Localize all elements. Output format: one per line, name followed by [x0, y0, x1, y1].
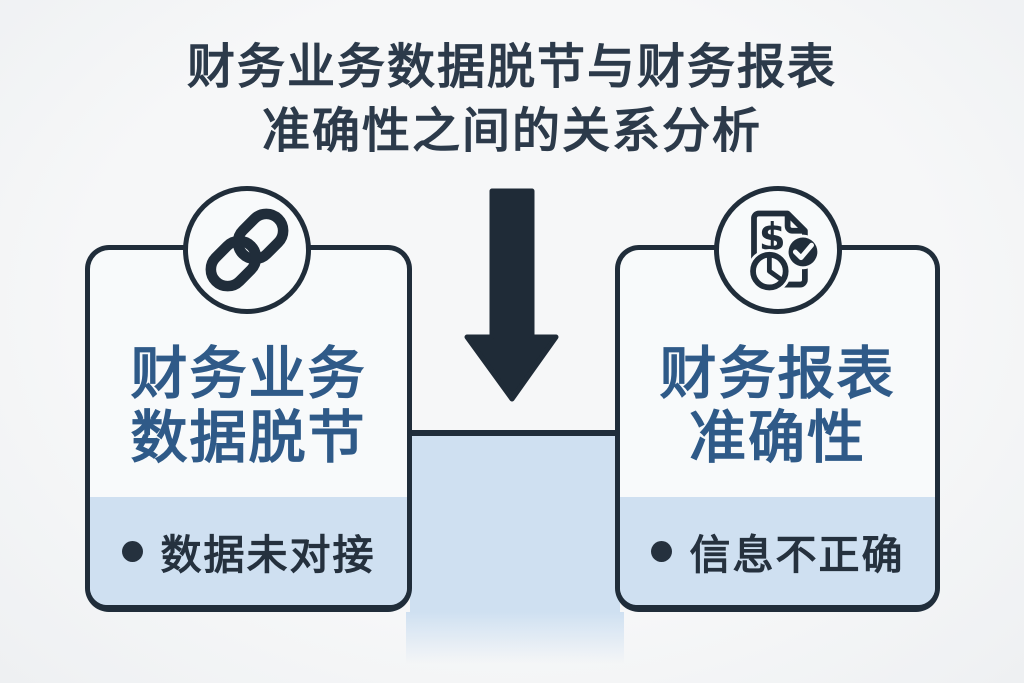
chain-link-icon	[183, 186, 311, 314]
card-heading-line1: 财务报表	[659, 342, 896, 406]
card-heading: 财务业务 数据脱节	[90, 342, 407, 470]
card-bullet-section: 信息不正确	[620, 497, 935, 605]
card-heading-line2: 准确性	[689, 406, 866, 470]
chain-link-glyph	[205, 208, 289, 292]
bullet-text: 数据未对接	[160, 532, 376, 578]
connector-panel-shadow	[406, 612, 624, 664]
page-title: 财务业务数据脱节与财务报表 准确性之间的关系分析	[0, 36, 1024, 164]
financial-report-check-icon: $	[714, 186, 842, 314]
card-financial-report-accuracy: 财务报表 准确性 信息不正确	[615, 245, 940, 612]
down-arrow-icon	[464, 188, 559, 402]
page-title-line2: 准确性之间的关系分析	[261, 105, 762, 158]
card-heading-line1: 财务业务	[130, 342, 367, 406]
page-title-line1: 财务业务数据脱节与财务报表	[186, 41, 837, 94]
card-heading-line2: 数据脱节	[130, 406, 367, 470]
bullet-text: 信息不正确	[689, 532, 905, 578]
card-bullet-section: 数据未对接	[90, 497, 407, 605]
card-heading: 财务报表 准确性	[620, 342, 935, 470]
bullet-dot	[121, 540, 143, 562]
financial-report-glyph: $	[747, 210, 821, 294]
connector-panel	[410, 430, 620, 612]
bullet-dot	[650, 540, 672, 562]
